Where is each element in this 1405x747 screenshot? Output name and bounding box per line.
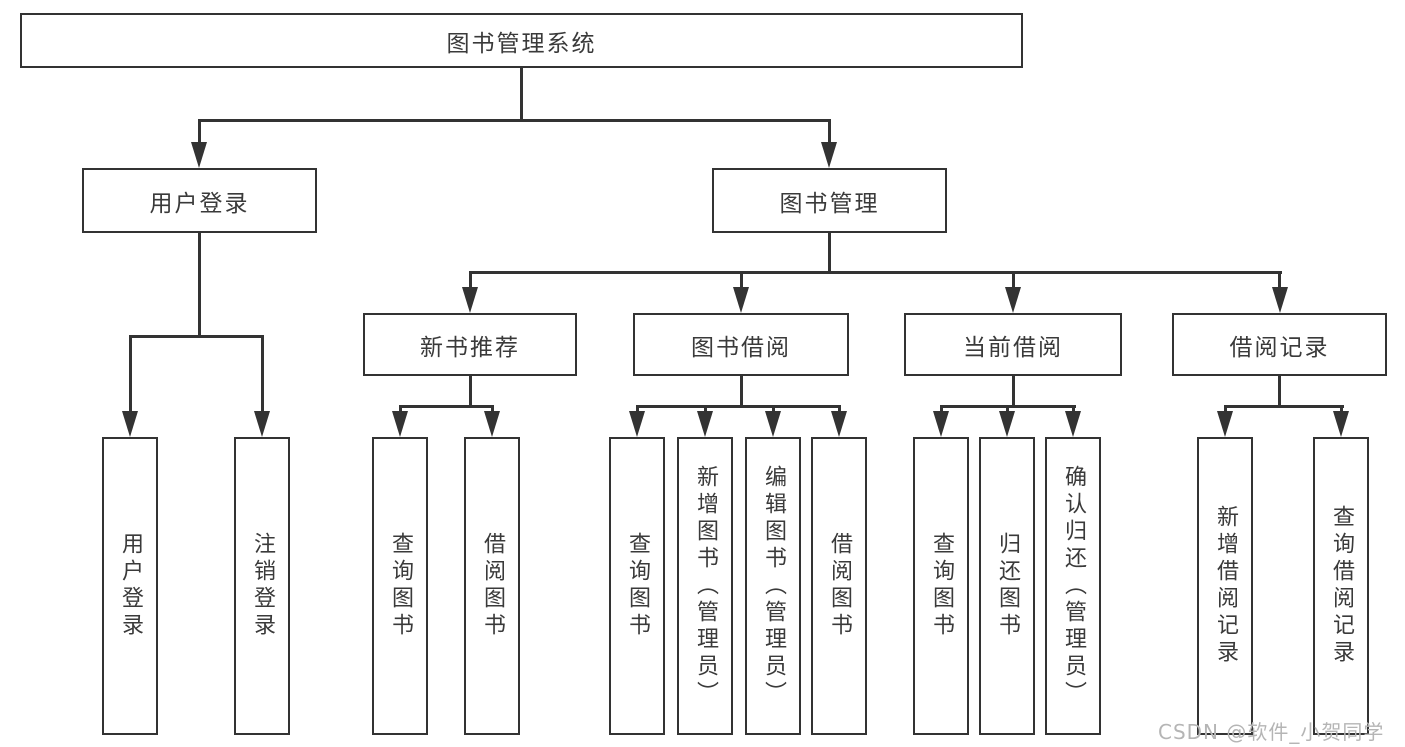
connector-line [398, 405, 402, 412]
node-user-login: 用户登录 [82, 168, 317, 233]
leaf-query-books-borrowing: 查询图书 [609, 437, 665, 735]
arrow-down-icon [1065, 411, 1081, 437]
node-borrowing-records: 借阅记录 [1172, 313, 1387, 376]
arrow-down-icon [191, 142, 207, 168]
connector-line [703, 405, 707, 412]
arrow-down-icon [1271, 287, 1288, 313]
arrow-down-icon [462, 287, 478, 313]
connector-line [827, 119, 831, 143]
connector-line [827, 233, 831, 274]
connector-line [1011, 376, 1015, 405]
arrow-down-icon [484, 411, 500, 437]
node-current-borrowing: 当前借阅 [904, 313, 1122, 376]
arrow-down-icon [821, 142, 837, 168]
connector-line [197, 119, 201, 143]
leaf-query-books-current: 查询图书 [913, 437, 969, 735]
arrow-down-icon [392, 411, 408, 437]
connector-line [739, 271, 743, 287]
connector-line [197, 233, 201, 335]
node-book-management: 图书管理 [712, 168, 947, 233]
connector-line [1278, 376, 1281, 406]
connector-line [468, 271, 472, 287]
leaf-logout: 注销登录 [234, 437, 290, 735]
connector-line [490, 405, 494, 412]
leaf-borrow-books: 借阅图书 [811, 437, 867, 735]
arrow-down-icon [629, 411, 645, 437]
connector-line [1011, 271, 1015, 287]
connector-line [939, 405, 943, 412]
csdn-watermark: CSDN @软件_小贺同学 [1158, 720, 1385, 744]
connector-line [468, 376, 472, 405]
node-book-borrowing: 图书借阅 [633, 313, 849, 376]
arrow-down-icon [933, 411, 949, 437]
connector-line [260, 335, 264, 411]
connector-line [1223, 405, 1227, 412]
node-new-book-recommendation: 新书推荐 [363, 313, 577, 376]
arrow-down-icon [831, 411, 847, 437]
arrow-down-icon [254, 411, 270, 437]
leaf-confirm-return-admin: 确认归还（管理员） [1045, 437, 1101, 735]
arrow-down-icon [122, 411, 138, 437]
leaf-return-books: 归还图书 [979, 437, 1035, 735]
arrow-down-icon [1217, 411, 1233, 437]
connector-line [128, 335, 132, 411]
leaf-edit-books-admin: 编辑图书（管理员） [745, 437, 801, 735]
arrow-down-icon [765, 411, 781, 437]
connector-line [398, 405, 494, 408]
arrow-down-icon [1333, 411, 1349, 437]
connector-line [1223, 405, 1344, 408]
connector-line [1005, 405, 1009, 412]
leaf-borrow-books-recommend: 借阅图书 [464, 437, 520, 735]
leaf-query-borrow-record: 查询借阅记录 [1313, 437, 1369, 735]
connector-line [635, 405, 639, 412]
leaf-add-books-admin: 新增图书（管理员） [677, 437, 733, 735]
connector-line [1278, 271, 1281, 287]
connector-line [128, 335, 264, 338]
connector-line [1339, 405, 1343, 412]
leaf-add-borrow-record: 新增借阅记录 [1197, 437, 1253, 735]
connector-line [1071, 405, 1075, 412]
arrow-down-icon [697, 411, 713, 437]
connector-line [468, 271, 1282, 274]
connector-line [635, 405, 841, 408]
leaf-user-login: 用户登录 [102, 437, 158, 735]
node-library-management-system: 图书管理系统 [20, 13, 1023, 68]
connector-line [837, 405, 841, 412]
arrow-down-icon [1005, 287, 1021, 313]
connector-line [519, 68, 523, 119]
connector-line [771, 405, 775, 412]
arrow-down-icon [999, 411, 1015, 437]
leaf-query-books-recommend: 查询图书 [372, 437, 428, 735]
connector-line [197, 119, 831, 122]
arrow-down-icon [733, 287, 749, 313]
connector-line [739, 376, 743, 405]
